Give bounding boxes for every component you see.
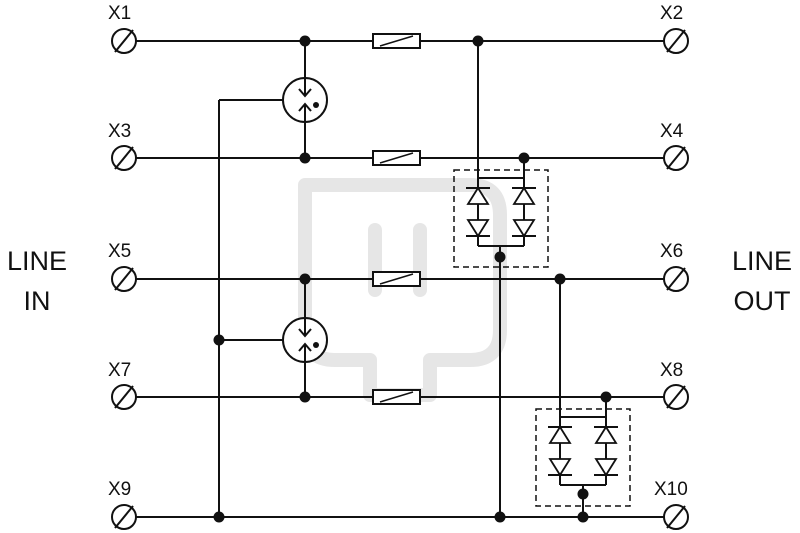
junction-dot (299, 391, 311, 403)
terminal-x1: X1 (108, 3, 137, 54)
terminal-x3: X3 (108, 121, 137, 171)
junction-dot (299, 273, 311, 285)
terminal-x10: X10 (654, 479, 689, 530)
line-out-label: LINE OUT (732, 246, 792, 316)
background-watermark-icon (298, 178, 507, 402)
line-2 (136, 150, 664, 166)
resistor-line-1 (372, 33, 421, 49)
terminal-x8: X8 (660, 360, 689, 410)
line-in-label: LINE IN (7, 246, 67, 316)
terminal-label-x3: X3 (108, 121, 131, 142)
line-4 (136, 389, 664, 405)
terminal-x7: X7 (108, 360, 137, 410)
terminal-label-x5: X5 (108, 241, 131, 262)
terminal-label-x6: X6 (660, 241, 683, 262)
junction-dot (494, 251, 506, 263)
terminal-x9: X9 (108, 479, 137, 530)
terminal-label-x10: X10 (654, 479, 688, 500)
terminal-label-x2: X2 (660, 3, 683, 24)
junction-dot (472, 35, 484, 47)
resistor-line-4 (372, 389, 421, 405)
ground-rail (218, 99, 283, 517)
terminal-x6: X6 (660, 241, 689, 292)
terminal-label-x7: X7 (108, 360, 131, 381)
line-out-label-line1: LINE (732, 246, 792, 276)
line-1 (136, 33, 664, 49)
junction-dot (518, 152, 530, 164)
resistor-line-2 (372, 150, 421, 166)
gas-discharge-tube-2 (282, 279, 328, 397)
line-3 (136, 271, 664, 287)
terminal-label-x4: X4 (660, 121, 684, 142)
junction-dot (600, 391, 612, 403)
line-in-label-line2: IN (24, 286, 51, 316)
junction-dot (299, 35, 311, 47)
line-in-label-line1: LINE (7, 246, 67, 276)
junction-dot (494, 511, 506, 523)
junction-dot (577, 511, 589, 523)
terminal-x4: X4 (660, 121, 689, 171)
terminal-label-x8: X8 (660, 360, 683, 381)
tvs-diode-block-1 (453, 41, 549, 517)
junction-dots (213, 35, 612, 523)
junction-dot (554, 273, 566, 285)
terminal-x5: X5 (108, 241, 137, 292)
line-out-label-line2: OUT (734, 286, 791, 316)
junction-dot (213, 334, 225, 346)
junction-dot (577, 488, 589, 500)
terminal-x2: X2 (660, 3, 689, 54)
terminal-label-x1: X1 (108, 3, 131, 24)
terminal-label-x9: X9 (108, 479, 131, 500)
junction-dot (213, 511, 225, 523)
junction-dot (299, 152, 311, 164)
resistor-line-3 (372, 271, 421, 287)
gas-discharge-tube-1 (282, 41, 328, 158)
